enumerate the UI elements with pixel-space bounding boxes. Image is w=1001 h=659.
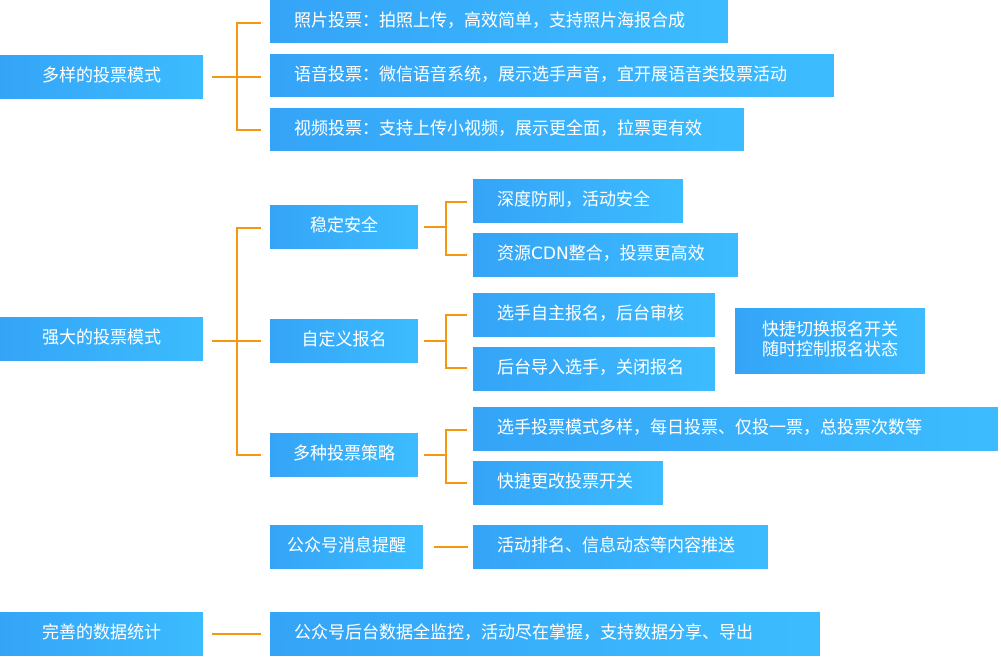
connector [236,129,261,131]
node-label: 快捷更改投票开关 [497,472,633,493]
connector [236,227,261,229]
node-label: 完善的数据统计 [42,623,161,644]
connector [236,454,261,456]
connector [424,340,446,342]
connector [445,254,467,256]
node-label: 公众号后台数据全监控，活动尽在掌握，支持数据分享、导出 [294,623,753,644]
subnode-account-notifications: 公众号消息提醒 [270,525,426,572]
node-label: 深度防刷，活动安全 [497,190,650,211]
connector [212,76,237,78]
feature-video-voting: 视频投票：支持上传小视频，展示更全面，拉票更有效 [270,108,747,154]
node-label: 公众号消息提醒 [287,536,406,557]
connector [424,454,446,456]
root-node-powerful-voting-modes: 强大的投票模式 [0,317,206,364]
node-label: 强大的投票模式 [42,328,161,349]
connector [445,314,467,316]
connector [424,226,446,228]
feature-photo-voting: 照片投票：拍照上传，高效简单，支持照片海报合成 [270,0,731,46]
detail-cdn: 资源CDN整合，投票更高效 [473,233,741,280]
connector [236,340,261,342]
note-registration-switch: 快捷切换报名开关 随时控制报名状态 [735,308,928,377]
connector [445,429,447,483]
detail-self-registration: 选手自主报名，后台审核 [473,293,718,340]
detail-import-players: 后台导入选手，关闭报名 [473,347,718,394]
note-line: 快捷切换报名开关 [762,320,898,341]
node-label: 多样的投票模式 [42,66,161,87]
note-line: 随时控制报名状态 [762,340,898,360]
node-label: 后台导入选手，关闭报名 [497,358,684,379]
node-label: 视频投票：支持上传小视频，展示更全面，拉票更有效 [294,118,702,139]
connector [236,22,261,24]
connector [445,201,467,203]
connector [445,482,467,484]
root-node-diverse-voting-modes: 多样的投票模式 [0,55,206,102]
connector [236,76,261,78]
node-label: 多种投票策略 [293,444,395,465]
connector [445,367,467,369]
node-label: 资源CDN整合，投票更高效 [497,244,705,265]
feature-data-monitoring: 公众号后台数据全监控，活动尽在掌握，支持数据分享、导出 [270,612,823,659]
detail-content-push: 活动排名、信息动态等内容推送 [473,525,771,572]
node-label: 语音投票：微信语音系统，展示选手声音，宜开展语音类投票活动 [294,64,787,85]
node-label: 自定义报名 [301,330,387,351]
node-label: 选手投票模式多样，每日投票、仅投一票，总投票次数等 [497,418,922,439]
connector [445,201,447,255]
connector [434,546,468,548]
subnode-voting-strategies: 多种投票策略 [270,433,421,480]
detail-anti-fraud: 深度防刷，活动安全 [473,179,686,226]
node-label: 选手自主报名，后台审核 [497,304,684,325]
node-label: 照片投票：拍照上传，高效简单，支持照片海报合成 [294,10,685,31]
root-node-data-statistics: 完善的数据统计 [0,612,206,659]
node-label: 活动排名、信息动态等内容推送 [497,536,735,557]
subnode-stable-secure: 稳定安全 [270,205,421,252]
node-label: 稳定安全 [310,216,378,237]
connector [212,340,237,342]
detail-voting-modes: 选手投票模式多样，每日投票、仅投一票，总投票次数等 [473,407,1001,454]
connector [445,429,467,431]
feature-voice-voting: 语音投票：微信语音系统，展示选手声音，宜开展语音类投票活动 [270,54,837,100]
connector [212,633,261,635]
subnode-custom-registration: 自定义报名 [270,319,421,366]
connector [445,314,447,368]
detail-voting-switch: 快捷更改投票开关 [473,461,666,508]
